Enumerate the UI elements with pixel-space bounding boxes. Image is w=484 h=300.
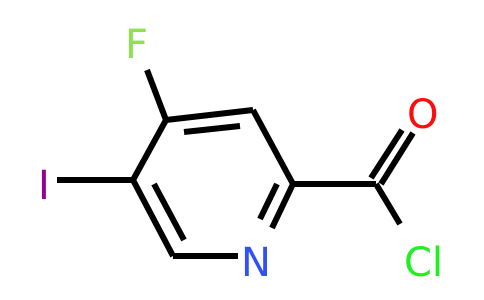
bond-c4-c3 bbox=[165, 107, 254, 123]
bond-c5-c6 bbox=[130, 178, 176, 258]
bond-carbonyl-o-1 bbox=[378, 131, 416, 186]
bond-carbonyl-o-2 bbox=[368, 128, 405, 180]
bond-c4-f bbox=[144, 68, 169, 122]
bond-c2-n-inner bbox=[257, 182, 280, 221]
bond-c2-n bbox=[269, 182, 296, 230]
bond-c4-c3-inner bbox=[183, 123, 241, 135]
atom-chlorine: Cl bbox=[404, 240, 443, 286]
atom-fluorine: F bbox=[125, 22, 148, 68]
atom-nitrogen: N bbox=[241, 240, 271, 286]
bond-c4-c5 bbox=[130, 118, 169, 182]
atom-iodine: I bbox=[38, 163, 50, 209]
bond-c5-c6-inner bbox=[151, 182, 187, 242]
bond-carbonyl-cl bbox=[373, 182, 403, 226]
atom-oxygen: O bbox=[407, 92, 438, 138]
bond-c3-c2 bbox=[250, 108, 296, 186]
